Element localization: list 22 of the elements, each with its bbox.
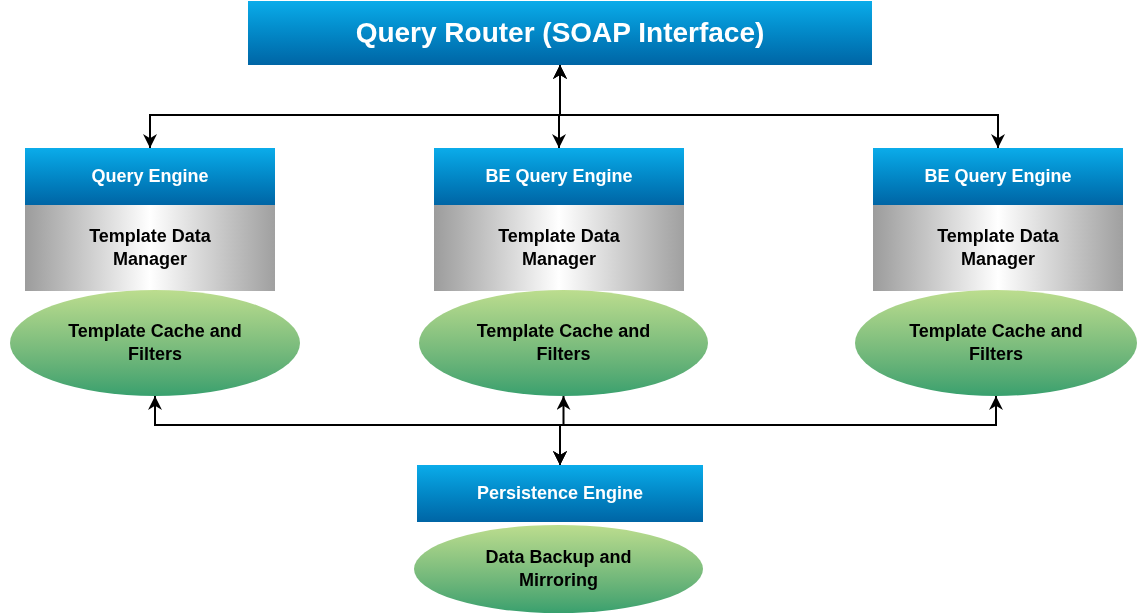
box-title: Persistence Engine — [475, 481, 645, 505]
connector-arrow — [553, 64, 1005, 149]
engine-box — [417, 465, 703, 522]
box-label: Template Data Manager — [936, 224, 1060, 271]
box-title: Query Engine — [90, 164, 210, 188]
box-title: BE Query Engine — [923, 164, 1073, 188]
box-label: Template Data Manager — [88, 224, 212, 271]
ellipse-label: Template Cache and Filters — [67, 319, 243, 366]
manager-box — [434, 205, 684, 291]
box-title: BE Query Engine — [484, 164, 634, 188]
ellipse-label: Template Cache and Filters — [475, 319, 652, 366]
ellipse-label: Data Backup and Mirroring — [484, 545, 633, 592]
box-title: Query Router (SOAP Interface) — [354, 15, 766, 50]
engine-box — [873, 148, 1123, 205]
engine-box — [434, 148, 684, 205]
manager-box — [873, 205, 1123, 291]
box-label: Template Data Manager — [497, 224, 621, 271]
connector-arrow — [553, 395, 1003, 466]
engine-box — [25, 148, 275, 205]
manager-box — [25, 205, 275, 291]
ellipse-label: Template Cache and Filters — [908, 319, 1084, 366]
router-box — [248, 1, 872, 65]
